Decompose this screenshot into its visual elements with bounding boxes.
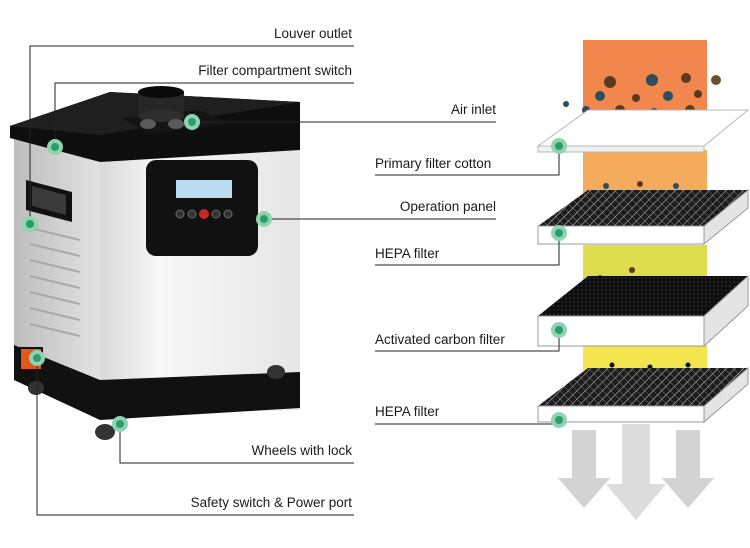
fume-extractor-unit (10, 86, 300, 440)
hepa-filter-1-layer (537, 188, 749, 246)
marker-primary-filter-cotton (551, 138, 567, 154)
markers (22, 114, 567, 432)
unit-base (14, 345, 300, 420)
activated-carbon-filter-layer (537, 274, 749, 348)
label-hepa-filter-2: HEPA filter (375, 404, 440, 419)
hepa-filter-2-layer (537, 366, 749, 424)
marker-hepa-filter-2 (551, 412, 567, 428)
label-filter-compartment-switch: Filter compartment switch (198, 63, 352, 78)
primary-filter-cotton-layer (536, 109, 750, 153)
label-air-inlet: Air inlet (450, 102, 496, 117)
label-louver-outlet: Louver outlet (273, 26, 352, 41)
marker-air-inlet (184, 114, 200, 130)
label-activated-carbon-filter: Activated carbon filter (375, 332, 505, 347)
marker-wheels-with-lock (112, 416, 128, 432)
marker-safety-switch (29, 350, 45, 366)
marker-hepa-filter-1 (551, 225, 567, 241)
marker-operation-panel (256, 211, 272, 227)
filter-stack (536, 40, 750, 520)
label-hepa-filter-1: HEPA filter (375, 246, 440, 261)
airflow-stage-light-orange (583, 150, 707, 195)
marker-activated-carbon-filter (551, 322, 567, 338)
label-primary-filter-cotton: Primary filter cotton (375, 156, 492, 171)
wheels (28, 365, 285, 440)
label-operation-panel: Operation panel (399, 199, 496, 214)
marker-louver-outlet (22, 216, 38, 232)
operation-panel-screen (146, 160, 258, 256)
air-inlet-duct (120, 86, 230, 134)
label-wheels-with-lock: Wheels with lock (251, 443, 352, 458)
marker-filter-compartment-switch (47, 139, 63, 155)
label-safety-switch-power-port: Safety switch & Power port (190, 495, 352, 510)
clean-air-arrows (558, 424, 714, 520)
side-vents (29, 227, 81, 337)
leader-lines (29, 45, 560, 516)
